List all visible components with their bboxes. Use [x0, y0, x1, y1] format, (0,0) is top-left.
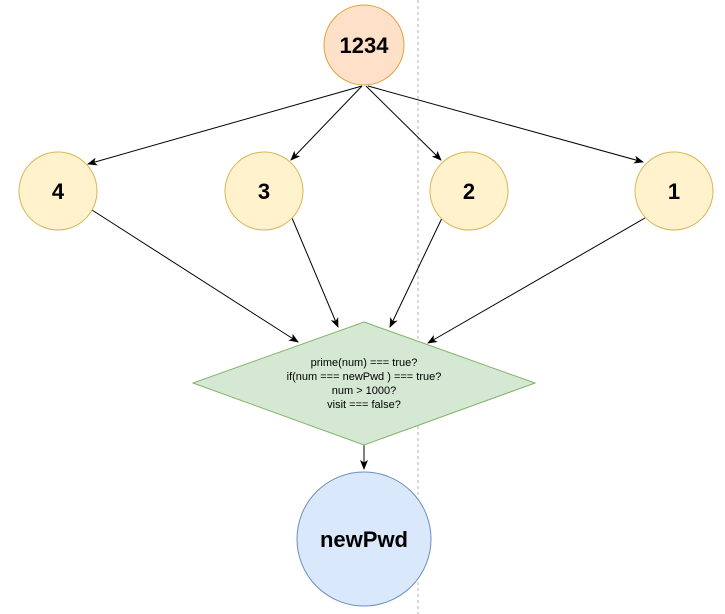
- digit-node-3-label: 3: [258, 179, 270, 204]
- edge-4-to-condition: [91, 209, 299, 343]
- result-node: newPwd: [296, 471, 432, 607]
- edge-1-to-condition: [427, 217, 646, 344]
- digit-node-1-circle: [634, 151, 714, 231]
- condition-line-2: if(num === newPwd ) === true?: [287, 371, 442, 383]
- condition-line-3: num > 1000?: [332, 385, 397, 397]
- root-node-circle: [323, 4, 405, 86]
- root-node: 1234: [323, 4, 405, 86]
- edge-root-to-2: [365, 85, 442, 161]
- condition-line-1: prime(num) === true?: [311, 357, 418, 369]
- condition-diamond: [191, 321, 537, 446]
- result-node-label: newPwd: [320, 527, 408, 552]
- digit-node-2-label: 2: [463, 179, 475, 204]
- condition-node: prime(num) === true? if(num === newPwd )…: [191, 321, 537, 446]
- edge-2-to-condition: [389, 217, 443, 328]
- digit-node-1: 1: [634, 151, 714, 231]
- digit-node-4-circle: [18, 151, 98, 231]
- digit-node-1-label: 1: [668, 179, 680, 204]
- digit-node-3: 3: [224, 151, 304, 231]
- digit-node-4: 4: [18, 151, 98, 231]
- digit-node-3-circle: [224, 151, 304, 231]
- digit-node-2: 2: [429, 151, 509, 231]
- result-node-circle: [296, 471, 432, 607]
- root-node-label: 1234: [340, 33, 390, 58]
- edge-3-to-condition: [291, 217, 339, 328]
- digit-node-2-circle: [429, 151, 509, 231]
- edge-root-to-3: [290, 85, 363, 161]
- edge-root-to-4: [87, 85, 363, 166]
- edge-root-to-1: [367, 85, 644, 164]
- condition-line-4: visit === false?: [327, 399, 401, 411]
- digit-node-4-label: 4: [52, 179, 65, 204]
